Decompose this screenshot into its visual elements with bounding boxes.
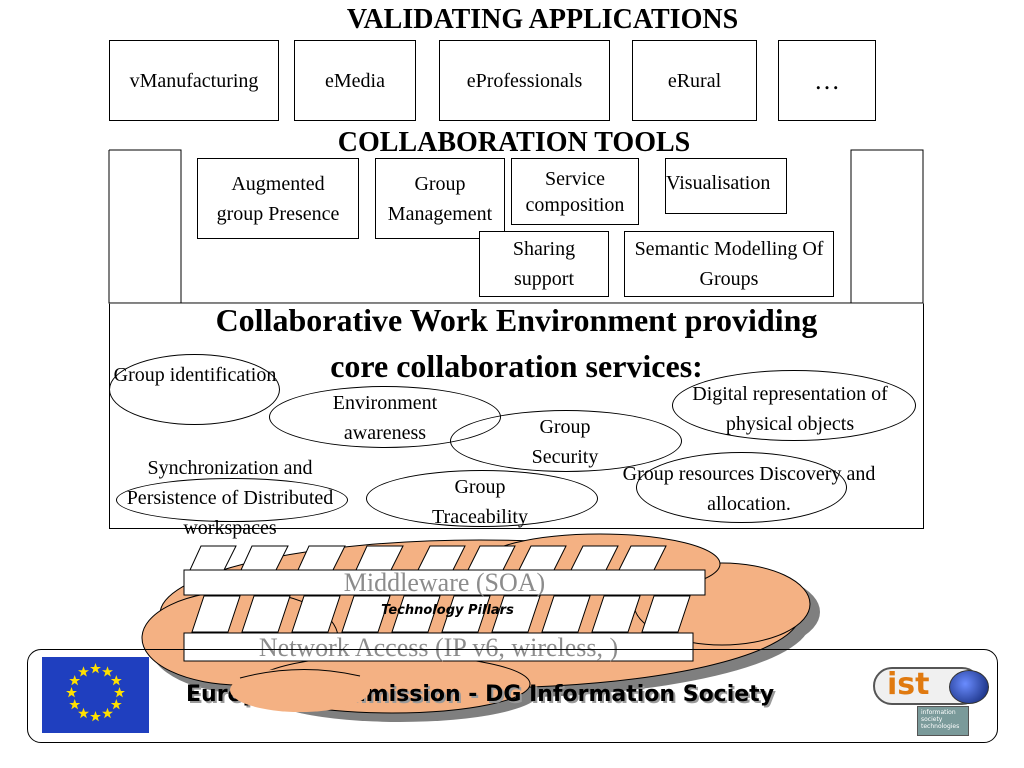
- cwe-box: [109, 303, 924, 529]
- app-vmanufacturing: vManufacturing: [109, 40, 279, 121]
- tool-augmented-presence: Augmented group Presence: [197, 158, 359, 239]
- technology-pillars-label: Technology Pillars: [381, 603, 514, 618]
- tool-label: Sharing support: [512, 238, 576, 290]
- ellipse-digital-representation: [672, 370, 916, 441]
- eu-stars: [66, 663, 125, 722]
- tool-group-management: Group Management: [375, 158, 505, 239]
- service-group-security: Group Security: [531, 416, 599, 468]
- tool-visualisation: Visualisation: [665, 158, 787, 214]
- app-erural: eRural: [632, 40, 757, 121]
- globe-icon: [949, 670, 989, 704]
- app-label: …: [814, 65, 840, 95]
- app-label: eMedia: [325, 69, 385, 92]
- tool-semantic-modelling: Semantic Modelling Of Groups: [624, 231, 834, 297]
- app-emedia: eMedia: [294, 40, 416, 121]
- ellipse-group-traceability: [366, 470, 598, 527]
- app-label: vManufacturing: [129, 69, 259, 92]
- cwe-title-line2: core collaboration services:: [330, 348, 703, 384]
- ist-logo-text: ist: [887, 667, 930, 702]
- service-group-resources: Group resources Discovery and allocation…: [622, 463, 876, 515]
- network-label: Network Access (IP v6, wireless, ): [258, 633, 619, 662]
- collaboration-tools-title: COLLABORATION TOOLS: [337, 127, 691, 158]
- cwe-title-line1: Collaborative Work Environment providing: [215, 302, 818, 338]
- ellipse-group-resources: [636, 452, 847, 523]
- validating-applications-title: VALIDATING APPLICATIONS: [346, 4, 739, 35]
- middleware-label: Middleware (SOA): [343, 568, 546, 597]
- tool-sharing-support: Sharing support: [479, 231, 609, 297]
- ist-caption-box: information society technologies: [917, 706, 969, 736]
- tool-service-composition: Service composition: [511, 158, 639, 225]
- app-label: eProfessionals: [466, 69, 583, 92]
- tool-label: Semantic Modelling Of Groups: [634, 238, 824, 290]
- footer-frame: [27, 649, 998, 743]
- network-bar: [183, 632, 694, 662]
- ellipse-group-security: [450, 410, 682, 472]
- app-more: …: [778, 40, 876, 121]
- ellipse-group-identification: [109, 354, 280, 425]
- middleware-bar: [183, 569, 706, 596]
- service-group-identification: Group identification: [113, 364, 277, 386]
- app-eprofessionals: eProfessionals: [439, 40, 610, 121]
- ist-logo: ist information society technologies: [873, 662, 993, 736]
- tool-label: Augmented group Presence: [216, 172, 340, 225]
- app-label: eRural: [667, 69, 722, 92]
- pillars: [189, 545, 691, 633]
- service-synchronization: Synchronization and Persistence of Distr…: [126, 457, 334, 539]
- ist-caption: information society technologies: [921, 709, 960, 730]
- service-digital-representation: Digital representation of physical objec…: [692, 383, 888, 435]
- tool-label: Visualisation: [666, 172, 771, 194]
- service-environment-awareness: Environment awareness: [332, 392, 438, 444]
- tool-label: Service composition: [525, 167, 625, 216]
- service-group-traceability: Group Traceability: [432, 476, 528, 528]
- ellipse-synchronization: [116, 478, 348, 522]
- tool-label: Group Management: [387, 172, 493, 225]
